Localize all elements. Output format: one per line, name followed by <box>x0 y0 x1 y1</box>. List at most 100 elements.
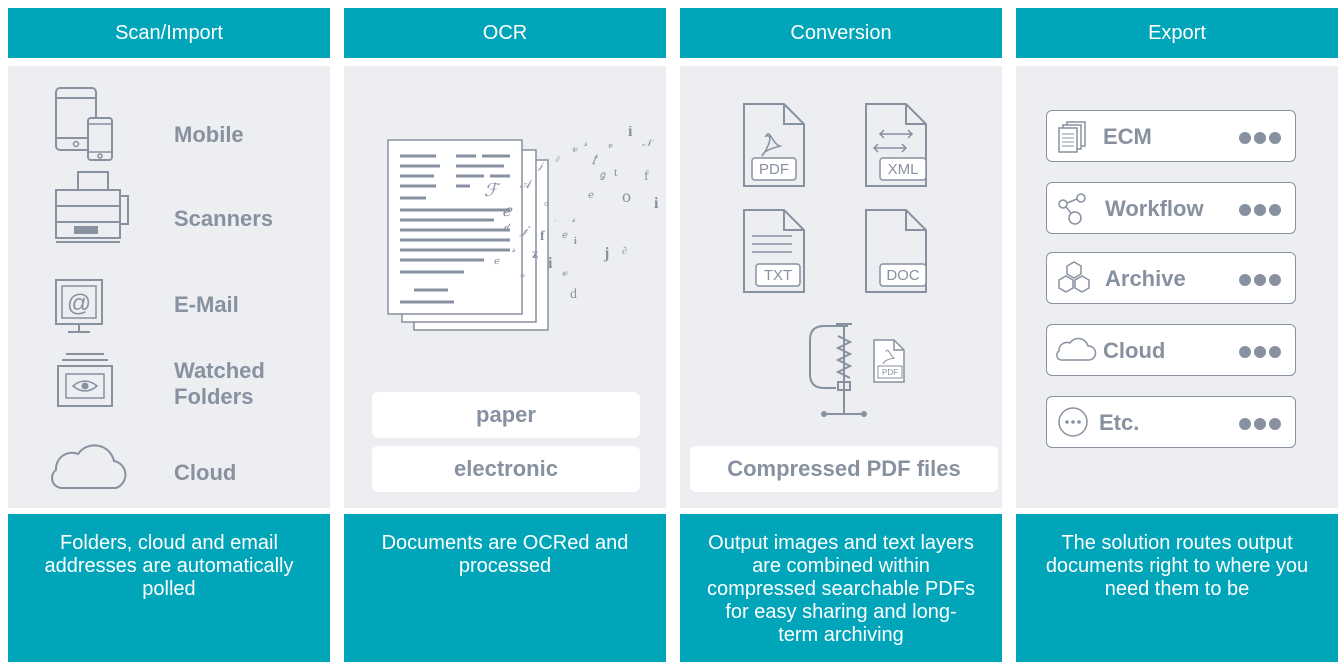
svg-text:@: @ <box>67 290 91 317</box>
svg-text:f: f <box>540 229 545 244</box>
svg-text:ℯ: ℯ <box>562 230 568 241</box>
scanner-icon <box>55 171 129 243</box>
txt-file-icon: TXT <box>743 209 805 293</box>
svg-text:ℯ: ℯ <box>494 256 500 267</box>
export-target-archive: Archive <box>1046 252 1296 304</box>
tablet-phone-icon <box>55 87 113 161</box>
svg-text:∂: ∂ <box>622 246 627 257</box>
source-label: E-Mail <box>174 292 239 317</box>
file-type-label: TXT <box>764 267 792 284</box>
column-footer-text: Documents are OCRed and processed <box>381 532 629 577</box>
source-cloud: Cloud <box>8 436 330 516</box>
column-body: Mobile Scanners @ E-Mai <box>8 66 330 508</box>
svg-text:𝓋: 𝓋 <box>520 270 525 281</box>
svg-text:j: j <box>603 245 609 262</box>
svg-text:i: i <box>628 126 633 140</box>
export-target-cloud: Cloud <box>1046 324 1296 376</box>
svg-text:f: f <box>644 169 649 184</box>
column-body: PDF XML TXT DOC <box>680 66 1002 508</box>
svg-text:t: t <box>614 165 618 179</box>
source-watched-folders: Watched Folders <box>8 348 330 428</box>
column-scan-import: Scan/Import Mobile <box>8 8 330 662</box>
svg-text:ℯ: ℯ <box>588 190 594 201</box>
export-label: Archive <box>1105 266 1186 291</box>
cloud-icon <box>51 444 127 489</box>
export-label: ECM <box>1103 124 1152 149</box>
pdf-file-icon: PDF <box>743 103 805 187</box>
source-label: Cloud <box>174 460 237 485</box>
svg-text:𝓈: 𝓈 <box>572 214 576 225</box>
compressed-pdf-pill: Compressed PDF files <box>690 446 998 492</box>
svg-text:𝓈: 𝓈 <box>584 138 588 149</box>
documents-icon <box>1058 121 1086 153</box>
ocr-pill-paper: paper <box>372 392 640 438</box>
svg-text:i: i <box>548 255 553 272</box>
more-dots <box>1236 203 1281 221</box>
column-footer: Documents are OCRed and processed <box>344 514 666 662</box>
column-footer-text: Folders, cloud and email addresses are a… <box>44 532 294 600</box>
svg-text:o: o <box>622 186 631 206</box>
mini-pdf-label: PDF <box>882 368 898 377</box>
file-type-label: PDF <box>759 161 789 178</box>
file-type-label: DOC <box>886 267 920 284</box>
more-dots <box>1236 273 1281 291</box>
svg-text:ℯ: ℯ <box>502 203 513 220</box>
column-footer: Output images and text layers are combin… <box>680 514 1002 662</box>
export-target-workflow: Workflow <box>1046 182 1296 234</box>
file-type-label: XML <box>888 161 919 178</box>
export-target-ecm: ECM <box>1046 110 1296 162</box>
more-dots <box>1236 345 1281 363</box>
column-header: Export <box>1016 8 1338 58</box>
column-body: ℱ ℯ 𝒜 𝒿 ∂ 𝓋 𝑡 𝓋 i 𝒩 𝓈 𝑔 t f ℯ o i ℴ ˋ 𝓈 <box>344 66 666 508</box>
ocr-document-illustration: ℱ ℯ 𝒜 𝒿 ∂ 𝓋 𝑡 𝓋 i 𝒩 𝓈 𝑔 t f ℯ o i ℴ ˋ 𝓈 <box>387 126 659 331</box>
svg-text:𝑔: 𝑔 <box>600 170 606 181</box>
svg-text:𝑡: 𝑡 <box>592 153 599 168</box>
cloud-icon <box>1056 337 1097 361</box>
watched-folder-icon <box>57 353 113 407</box>
column-ocr: OCR <box>344 8 666 662</box>
ocr-pill-electronic: electronic <box>372 446 640 492</box>
source-label: Watched Folders <box>174 358 265 409</box>
doc-file-icon: DOC <box>865 209 927 293</box>
export-label: Cloud <box>1103 338 1166 363</box>
svg-text:ℱ: ℱ <box>484 180 501 200</box>
column-export: Export ECM Workflow <box>1016 8 1338 662</box>
source-mobile: Mobile <box>8 84 330 164</box>
more-dots <box>1236 131 1281 149</box>
svg-text:𝓋: 𝓋 <box>608 140 613 151</box>
column-footer: Folders, cloud and email addresses are a… <box>8 514 330 662</box>
svg-text:𝓈: 𝓈 <box>512 244 516 255</box>
svg-text:i: i <box>654 195 659 212</box>
column-footer-text: The solution routes output documents rig… <box>1045 532 1309 600</box>
compression-clamp-icon: PDF <box>809 323 905 417</box>
workflow-icon <box>1058 193 1086 225</box>
svg-text:z: z <box>532 247 538 262</box>
svg-text:𝓋: 𝓋 <box>562 265 568 279</box>
more-dots <box>1236 417 1281 435</box>
svg-text:𝒜: 𝒜 <box>520 177 533 191</box>
svg-text:𝒿: 𝒿 <box>538 160 544 171</box>
svg-text:ˋ: ˋ <box>554 219 557 228</box>
export-label: Etc. <box>1099 410 1140 435</box>
email-monitor-icon: @ <box>55 279 103 333</box>
svg-text:d: d <box>570 287 577 302</box>
source-label: Scanners <box>174 206 274 231</box>
source-scanners: Scanners <box>8 166 330 246</box>
column-conversion: Conversion PDF XML <box>680 8 1002 662</box>
column-header: Scan/Import <box>8 8 330 58</box>
column-footer-text: Output images and text layers are combin… <box>707 532 975 646</box>
svg-text:𝒩: 𝒩 <box>642 138 655 149</box>
svg-text:i: i <box>574 236 577 247</box>
column-header: Conversion <box>680 8 1002 58</box>
more-icon <box>1058 407 1088 437</box>
column-body: ECM Workflow Archive <box>1016 66 1338 508</box>
hexagons-icon <box>1058 261 1090 293</box>
svg-text:𝓋: 𝓋 <box>572 141 578 155</box>
source-label: Mobile <box>174 122 244 147</box>
svg-text:ℴ: ℴ <box>544 198 549 209</box>
export-label: Workflow <box>1105 196 1204 221</box>
column-footer: The solution routes output documents rig… <box>1016 514 1338 662</box>
source-email: @ E-Mail <box>8 272 330 352</box>
export-target-etc: Etc. <box>1046 396 1296 448</box>
svg-text:∂: ∂ <box>556 155 560 164</box>
